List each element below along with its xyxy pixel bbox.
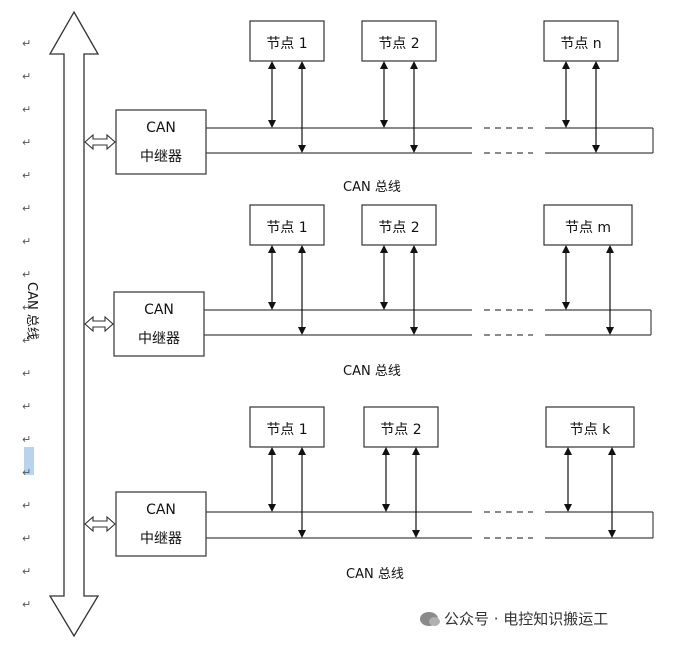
node-box-3-3 <box>545 406 635 448</box>
wechat-icon <box>420 612 440 626</box>
paragraph-return-mark: ↵ <box>22 565 32 578</box>
paragraph-return-mark: ↵ <box>22 70 32 83</box>
node-arrowhead-up-3-2 <box>382 447 390 455</box>
node-box-1-2 <box>361 20 437 62</box>
paragraph-return-mark: ↵ <box>22 367 32 380</box>
repeater-label-can-1: CAN <box>146 120 176 136</box>
repeater-box-3 <box>115 491 207 557</box>
node-arrowhead-down2-1-2 <box>410 145 418 153</box>
node-arrowhead-up2-3-2 <box>412 447 420 455</box>
node-label-1-1: 节点 1 <box>266 36 308 52</box>
node-box-3-2 <box>363 406 439 448</box>
node-arrowhead-down-3-3 <box>564 504 572 512</box>
node-arrowhead-up-1-2 <box>380 61 388 69</box>
node-arrowhead-down2-3-2 <box>412 530 420 538</box>
node-arrowhead-down-2-3 <box>562 302 570 310</box>
repeater-label-can-2: CAN <box>144 302 174 318</box>
node-arrowhead-up2-2-3 <box>606 245 614 253</box>
paragraph-return-mark: ↵ <box>22 235 32 248</box>
paragraph-return-mark: ↵ <box>22 400 32 413</box>
node-label-3-3: 节点 k <box>569 422 611 438</box>
node-arrowhead-up-2-3 <box>562 245 570 253</box>
node-box-2-2 <box>361 204 437 246</box>
node-arrowhead-down-1-3 <box>562 120 570 128</box>
node-label-2-1: 节点 1 <box>266 220 308 236</box>
node-arrowhead-up2-1-2 <box>410 61 418 69</box>
node-box-1-3 <box>543 20 619 62</box>
node-arrowhead-up-1-1 <box>268 61 276 69</box>
text-selection-highlight <box>24 447 34 475</box>
node-box-2-1 <box>249 204 325 246</box>
paragraph-return-mark: ↵ <box>22 466 32 479</box>
node-arrowhead-up-3-1 <box>268 447 276 455</box>
node-arrowhead-down-1-1 <box>268 120 276 128</box>
repeater-label-can-3: CAN <box>146 502 176 518</box>
repeater-label-name-3: 中继器 <box>140 531 182 547</box>
node-arrowhead-up2-2-2 <box>410 245 418 253</box>
node-arrowhead-down2-1-1 <box>298 145 306 153</box>
node-arrowhead-down-3-1 <box>268 504 276 512</box>
node-arrowhead-down2-1-3 <box>592 145 600 153</box>
node-arrowhead-up2-1-3 <box>592 61 600 69</box>
node-label-1-2: 节点 2 <box>378 36 420 52</box>
paragraph-return-mark: ↵ <box>22 37 32 50</box>
bus-label-2: CAN 总线 <box>343 364 401 379</box>
paragraph-return-mark: ↵ <box>22 169 32 182</box>
node-arrowhead-up-2-1 <box>268 245 276 253</box>
main-bus-double-arrow <box>48 10 100 638</box>
paragraph-return-mark: ↵ <box>22 103 32 116</box>
bus-label-3: CAN 总线 <box>346 567 404 582</box>
node-label-3-2: 节点 2 <box>380 422 422 438</box>
node-arrowhead-up2-2-1 <box>298 245 306 253</box>
node-box-3-1 <box>249 406 325 448</box>
paragraph-return-mark: ↵ <box>22 301 32 314</box>
node-arrowhead-down2-2-1 <box>298 327 306 335</box>
paragraph-return-mark: ↵ <box>22 598 32 611</box>
node-arrowhead-down2-3-1 <box>298 530 306 538</box>
node-arrowhead-down2-3-3 <box>608 530 616 538</box>
bus-label-1: CAN 总线 <box>343 180 401 195</box>
node-box-1-1 <box>249 20 325 62</box>
node-arrowhead-up2-3-1 <box>298 447 306 455</box>
node-arrowhead-down-3-2 <box>382 504 390 512</box>
paragraph-return-mark: ↵ <box>22 334 32 347</box>
node-arrowhead-up2-3-3 <box>608 447 616 455</box>
repeater-link-arrow-2 <box>84 315 114 333</box>
paragraph-return-mark: ↵ <box>22 136 32 149</box>
repeater-label-name-2: 中继器 <box>138 331 180 347</box>
node-arrowhead-up-2-2 <box>380 245 388 253</box>
repeater-link-arrow-3 <box>84 515 116 533</box>
watermark-text: 公众号 · 电控知识搬运工 <box>444 610 609 628</box>
node-arrowhead-up-3-3 <box>564 447 572 455</box>
repeater-label-name-1: 中继器 <box>140 149 182 165</box>
watermark: 公众号 · 电控知识搬运工 <box>420 608 608 629</box>
node-label-1-3: 节点 n <box>560 36 602 52</box>
node-arrowhead-down-2-2 <box>380 302 388 310</box>
paragraph-return-mark: ↵ <box>22 433 32 446</box>
paragraph-return-mark: ↵ <box>22 268 32 281</box>
repeater-box-1 <box>115 109 207 175</box>
repeater-box-2 <box>113 291 205 357</box>
paragraph-return-mark: ↵ <box>22 532 32 545</box>
node-arrowhead-up2-1-1 <box>298 61 306 69</box>
node-arrowhead-down2-2-2 <box>410 327 418 335</box>
node-arrowhead-down-2-1 <box>268 302 276 310</box>
node-label-2-2: 节点 2 <box>378 220 420 236</box>
paragraph-return-mark: ↵ <box>22 202 32 215</box>
node-arrowhead-up-1-3 <box>562 61 570 69</box>
repeater-link-arrow-1 <box>84 133 116 151</box>
node-label-3-1: 节点 1 <box>266 422 308 438</box>
node-label-2-3: 节点 m <box>564 220 612 236</box>
node-arrowhead-down2-2-3 <box>606 327 614 335</box>
node-box-2-3 <box>543 204 633 246</box>
paragraph-return-mark: ↵ <box>22 499 32 512</box>
node-arrowhead-down-1-2 <box>380 120 388 128</box>
